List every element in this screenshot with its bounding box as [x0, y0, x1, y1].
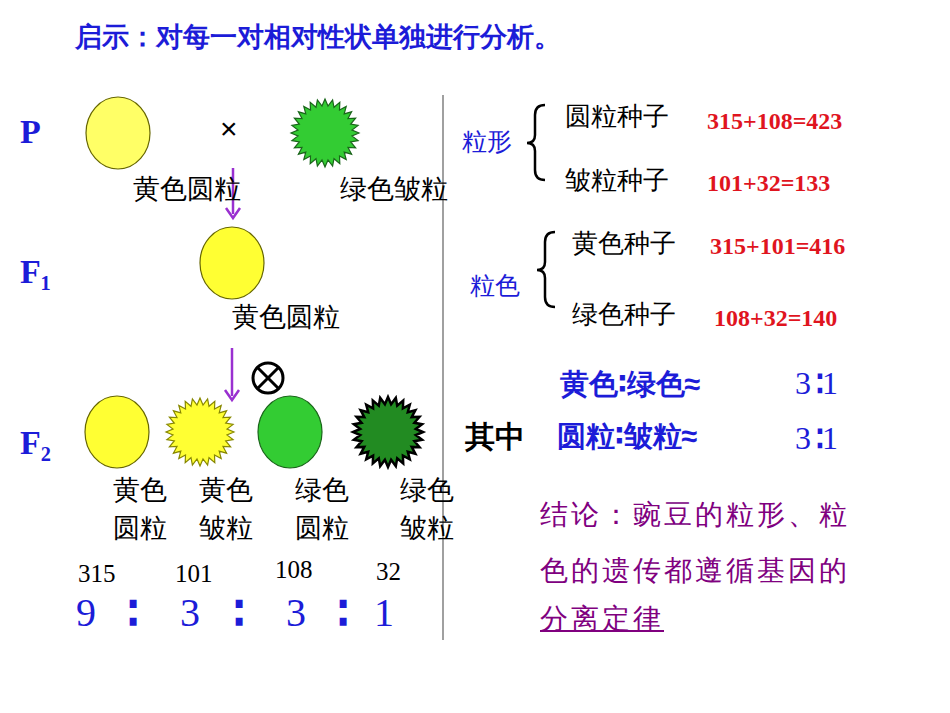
seed-outline — [200, 227, 264, 299]
seed-label: 黄色圆粒 — [232, 300, 340, 335]
seed-shape — [199, 226, 265, 300]
trait-name: 粒形 — [462, 127, 512, 156]
ratio-value: 3∶1 — [795, 420, 838, 457]
conclusion: 结论：豌豆的粒形、粒色的遗传都遵循基因的 — [540, 487, 862, 599]
brace — [537, 232, 555, 307]
round-seed: 黄色圆粒 — [199, 226, 265, 300]
wrinkled-seed: 绿色皱粒 — [291, 99, 359, 167]
seed-outline — [86, 97, 150, 169]
phenotype: 皱粒种子 — [565, 166, 669, 196]
cross-symbol: × — [220, 112, 238, 147]
seed-outline — [353, 397, 423, 467]
ratio-text: 黄色∶绿色≈ — [560, 368, 700, 401]
count: 108 — [275, 556, 313, 585]
ratio-colon: ∶ — [228, 590, 242, 636]
sum: 101+32=133 — [707, 170, 830, 198]
note: 其中 — [465, 420, 525, 455]
ratio-number: 3 — [180, 590, 200, 636]
wrinkled-seed: 绿色 皱粒 — [353, 397, 423, 467]
seed-outline — [85, 396, 149, 468]
ratio-number: 1 — [374, 590, 394, 636]
sum: 315+108=423 — [707, 108, 842, 136]
seed-shape — [291, 99, 359, 167]
count: 101 — [175, 560, 213, 589]
generation-label: P — [20, 112, 41, 151]
seed-shape — [85, 96, 151, 170]
count: 32 — [376, 558, 401, 587]
seed-outline — [291, 99, 359, 167]
selfing-symbol — [253, 363, 283, 393]
round-seed: 黄色圆粒 — [85, 96, 151, 170]
ratio-colon: ∶ — [122, 590, 136, 636]
wrinkled-seed: 黄色 皱粒 — [166, 398, 234, 466]
seed-shape — [257, 395, 323, 469]
ratio-number: 3 — [286, 590, 306, 636]
ratio-text: 圆粒∶皱粒≈ — [557, 420, 697, 453]
phenotype: 绿色种子 — [572, 300, 676, 330]
phenotype: 圆粒种子 — [565, 102, 669, 132]
ratio-number: 9 — [76, 590, 96, 636]
ratio-colon: ∶ — [332, 590, 346, 636]
round-seed: 绿色 圆粒 — [257, 395, 323, 469]
sum: 315+101=416 — [710, 233, 845, 261]
seed-label: 绿色皱粒 — [340, 172, 448, 207]
seed-shape — [353, 397, 423, 467]
seed-label: 绿色 圆粒 — [292, 472, 351, 548]
seed-label: 绿色 皱粒 — [397, 472, 456, 548]
seed-label: 黄色 皱粒 — [196, 472, 255, 548]
generation-label: F₂ — [20, 423, 51, 462]
ratio-value: 3∶1 — [795, 365, 838, 402]
seed-outline — [258, 396, 322, 468]
round-seed: 黄色 圆粒 — [84, 395, 150, 469]
seed-shape — [84, 395, 150, 469]
conclusion-keyword: 分离定律 — [540, 603, 664, 635]
phenotype: 黄色种子 — [572, 229, 676, 259]
title: 启示：对每一对相对性状单独进行分析。 — [75, 22, 561, 53]
generation-label: F₁ — [20, 252, 51, 291]
sum: 108+32=140 — [714, 305, 837, 333]
seed-label: 黄色圆粒 — [133, 172, 241, 207]
count: 315 — [78, 560, 116, 589]
seed-outline — [166, 398, 234, 466]
seed-shape — [166, 398, 234, 466]
brace — [527, 105, 545, 180]
trait-name: 粒色 — [470, 271, 520, 300]
seed-label: 黄色 圆粒 — [110, 472, 169, 548]
